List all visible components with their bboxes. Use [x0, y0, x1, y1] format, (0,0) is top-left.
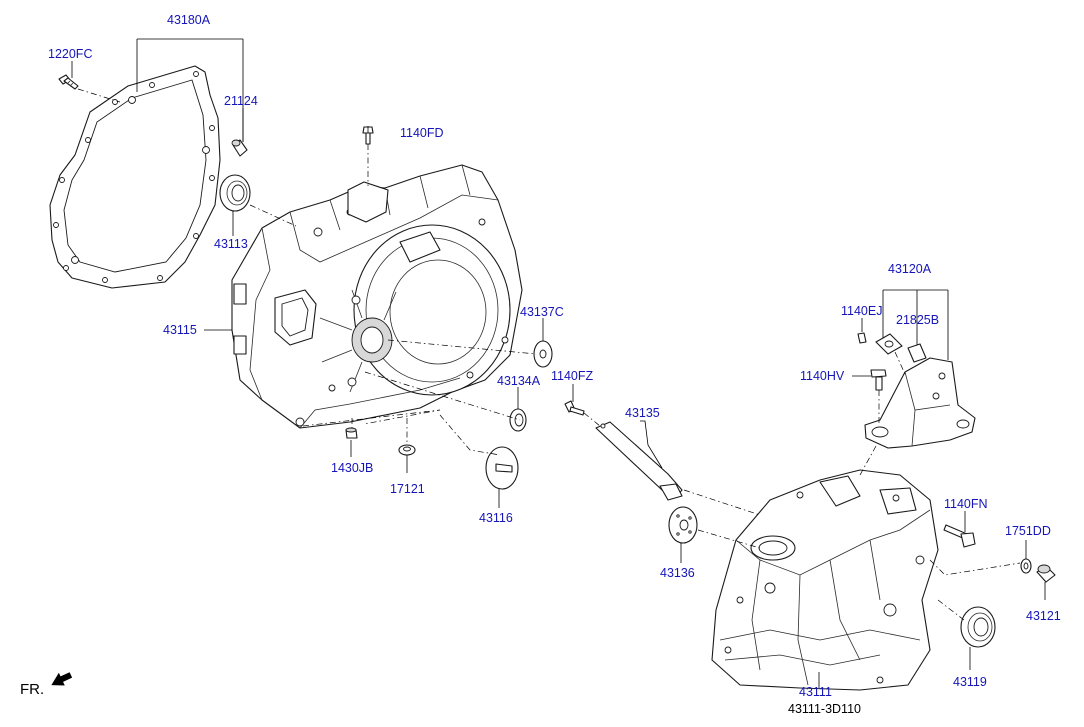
disc-43116[interactable]	[485, 446, 519, 490]
bolt-1140hv[interactable]	[870, 369, 887, 391]
label-43180a: 43180A	[167, 13, 211, 27]
washer-1751dd[interactable]	[1020, 558, 1032, 574]
diagram-number: 43111-3D110	[788, 702, 861, 716]
pin-1430jb[interactable]	[345, 427, 358, 439]
label-43137c: 43137C	[520, 305, 564, 319]
label-1140fz: 1140FZ	[551, 369, 594, 383]
bracket-43120a[interactable]	[864, 357, 976, 449]
label-43135: 43135	[625, 406, 660, 420]
front-arrow-icon	[51, 672, 73, 686]
label-43111: 43111	[799, 685, 832, 699]
bolt-1140fz[interactable]	[564, 400, 585, 416]
plate-43136[interactable]	[668, 506, 698, 544]
label-43136: 43136	[660, 566, 695, 580]
lever-43135[interactable]	[595, 421, 683, 501]
bushing-1140ej-mount[interactable]	[875, 333, 903, 355]
bolt-1140fd[interactable]	[362, 126, 374, 145]
assembly-lines	[77, 88, 1021, 621]
plug-43137c[interactable]	[533, 340, 553, 368]
label-1140ej: 1140EJ	[841, 304, 882, 318]
label-1220fc: 1220FC	[48, 47, 92, 61]
label-43116: 43116	[479, 511, 513, 525]
label-1140fd: 1140FD	[400, 126, 444, 140]
callout-labels: 43180A 1220FC 21124 1140FD 43113 43115 4…	[20, 13, 1061, 716]
seal-43134a[interactable]	[509, 408, 527, 432]
leader-lines	[71, 38, 1046, 688]
gasket-43180a[interactable]	[49, 65, 221, 289]
bolt-1220fc[interactable]	[58, 74, 79, 90]
seal-43113[interactable]	[219, 174, 251, 212]
direction-label: FR.	[20, 681, 44, 698]
label-43115: 43115	[163, 323, 197, 337]
label-43119: 43119	[953, 675, 987, 689]
label-21124: 21124	[224, 94, 258, 108]
bolt-1140ej[interactable]	[857, 332, 867, 344]
label-43121: 43121	[1026, 609, 1061, 623]
seal-43119[interactable]	[960, 606, 996, 648]
bushing-21825b[interactable]	[907, 343, 927, 363]
label-43113: 43113	[214, 237, 248, 251]
label-1751dd: 1751DD	[1005, 524, 1051, 538]
label-1430jb: 1430JB	[331, 461, 373, 475]
label-1140fn: 1140FN	[944, 497, 988, 511]
transmission-case-43111[interactable]	[711, 469, 939, 691]
label-1140hv: 1140HV	[800, 369, 845, 383]
bolt-1140fn[interactable]	[943, 524, 976, 548]
plug-43121[interactable]	[1036, 564, 1056, 583]
label-21825b: 21825B	[896, 313, 939, 327]
label-43120a: 43120A	[888, 262, 932, 276]
label-17121: 17121	[390, 482, 425, 496]
label-43134a: 43134A	[497, 374, 541, 388]
dowel-21124[interactable]	[231, 139, 248, 157]
washer-17121[interactable]	[398, 444, 416, 456]
clutch-housing-43115[interactable]	[231, 164, 523, 429]
